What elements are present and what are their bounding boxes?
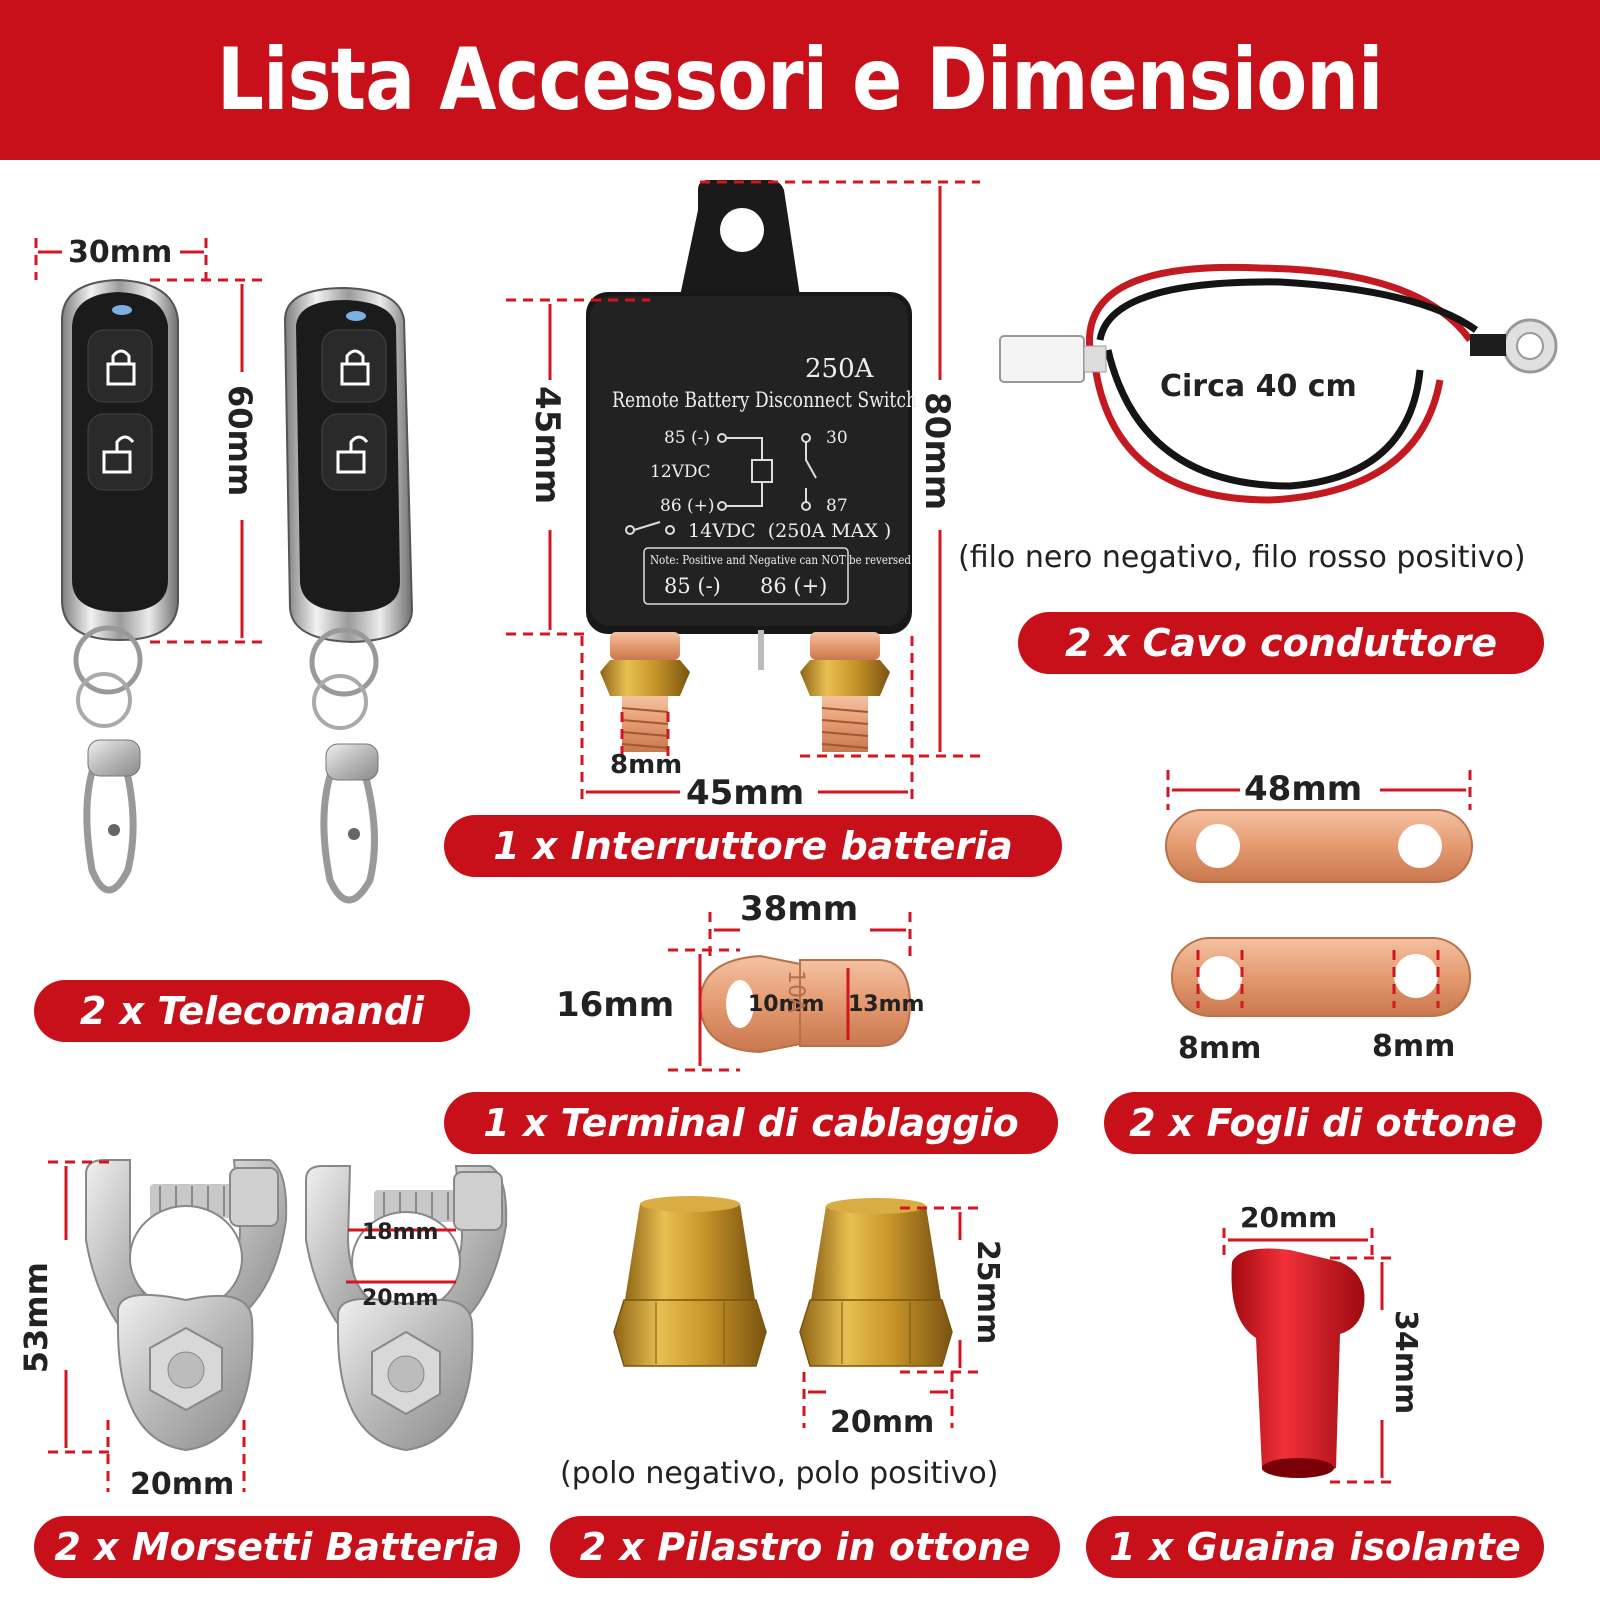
cable-length-label: Circa 40 cm — [1160, 369, 1357, 404]
sleeve-label: 1 x Guaina isolante — [1086, 1516, 1544, 1578]
pillars-label: 2 x Pilastro in ottone — [550, 1516, 1060, 1578]
wiring-terminal — [668, 912, 912, 1072]
clamp-inner-top-label: 18mm — [362, 1220, 439, 1245]
terminal-width-label: 16mm — [556, 985, 675, 1025]
switch-width-label: 45mm — [686, 773, 805, 813]
switch-rating-print: 250A — [805, 354, 874, 384]
terminal-barrel-label: 13mm — [848, 992, 925, 1017]
switch-name-print: Remote Battery Disconnect Switch — [612, 388, 918, 412]
switch-voltage-print: 12VDC — [650, 462, 711, 482]
pillar-left — [613, 1196, 767, 1367]
switch-bolt-label: 8mm — [610, 750, 683, 780]
clamp-width-label: 20mm — [130, 1467, 235, 1502]
switch-terminal85-print: 85 (-) — [664, 574, 721, 598]
sheet-hole-left-label: 8mm — [1178, 1031, 1262, 1066]
switch-terminal86-print: 86 (+) — [760, 574, 828, 598]
pillar-note: (polo negativo, polo positivo) — [560, 1456, 999, 1491]
terminal-hole-label: 10mm — [748, 992, 825, 1017]
switch-total-height-label: 80mm — [917, 392, 957, 511]
switch-pin86-print: 86 (+) — [660, 496, 715, 516]
brass-sheets — [1165, 770, 1473, 1017]
sleeve-height-label: 34mm — [1388, 1310, 1423, 1415]
switch-max-print: 14VDC (250A MAX ) — [688, 520, 892, 542]
switch-pin87-print: 87 — [826, 496, 848, 516]
switch-label: 1 x Interruttore batteria — [444, 815, 1062, 877]
unlock-icon — [102, 435, 135, 474]
lock-icon — [340, 349, 370, 386]
switch-pin85-print: 85 (-) — [664, 428, 711, 448]
terminal-length-label: 38mm — [740, 889, 859, 929]
switch-pin30-print: 30 — [826, 428, 848, 448]
battery-clamps — [48, 1159, 508, 1492]
clamp-inner-bottom-label: 20mm — [362, 1286, 439, 1311]
terminal-label: 1 x Terminal di cablaggio — [444, 1092, 1058, 1154]
switch-warning-print: Note: Positive and Negative can NOT be r… — [650, 553, 911, 567]
pillar-height-label: 25mm — [970, 1240, 1005, 1345]
sleeve-width-label: 20mm — [1240, 1201, 1338, 1234]
brass-pillars — [613, 1196, 984, 1428]
remote-dimensions — [34, 238, 262, 644]
lock-icon — [106, 349, 136, 386]
switch-body-height-label: 45mm — [527, 386, 567, 505]
title-banner: Lista Accessori e Dimensioni — [0, 0, 1600, 160]
clamp-left — [85, 1159, 288, 1452]
clamp-height-label: 53mm — [17, 1262, 55, 1374]
cable-note: (filo nero negativo, filo rosso positivo… — [958, 540, 1526, 575]
terminal-stamp: 10A — [783, 970, 808, 1014]
pillar-width-label: 20mm — [830, 1405, 935, 1440]
insulating-sleeve — [1222, 1228, 1398, 1484]
remote-left — [61, 278, 179, 894]
remote-height-label: 60mm — [221, 385, 259, 497]
unlock-icon — [336, 435, 369, 474]
remotes-label: 2 x Telecomandi — [34, 980, 470, 1042]
page-title: Lista Accessori e Dimensioni — [217, 30, 1384, 130]
remote-right — [283, 286, 414, 904]
clamp-right — [305, 1165, 508, 1452]
pillar-right — [799, 1198, 953, 1367]
sheet-length-label: 48mm — [1244, 769, 1363, 809]
sheet-hole-right-label: 8mm — [1372, 1029, 1456, 1064]
switch-dimensions — [506, 180, 980, 800]
clamps-label: 2 x Morsetti Batteria — [34, 1516, 520, 1578]
cable-label: 2 x Cavo conduttore — [1018, 612, 1544, 674]
remote-width-label: 30mm — [68, 235, 173, 270]
battery-switch — [586, 180, 912, 752]
brass-sheets-label: 2 x Fogli di ottone — [1104, 1092, 1542, 1154]
conductor-cable — [999, 263, 1558, 504]
